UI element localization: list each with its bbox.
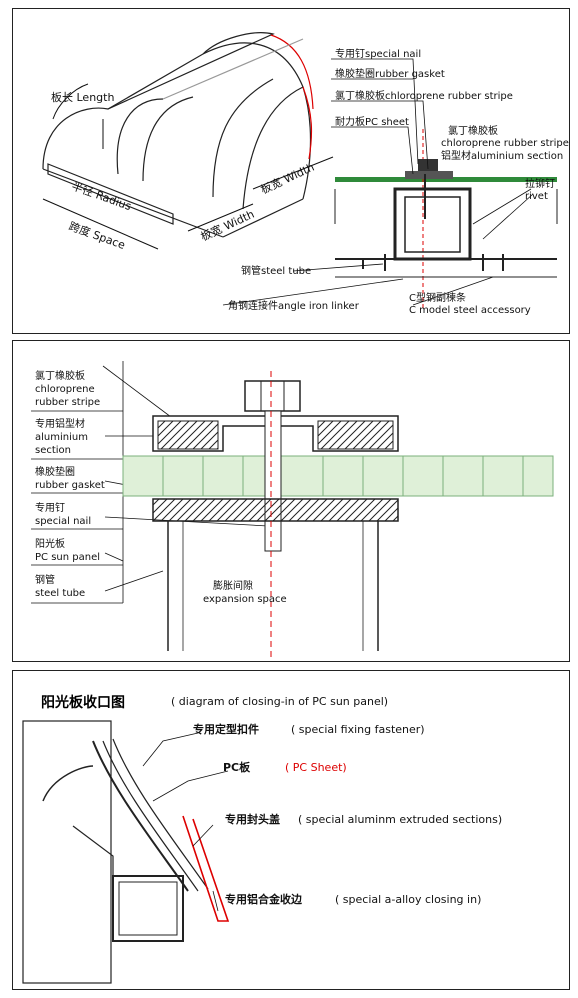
alloy-closing-edge — [182, 815, 230, 922]
aluminium-label: 铝型材aluminium section — [441, 149, 563, 162]
fastener-cn: 专用定型扣件 — [193, 722, 259, 736]
closing-leaders — [142, 732, 229, 912]
dimension-arrows — [42, 83, 334, 250]
pc-sheet-label: 耐力板PC sheet — [335, 115, 409, 128]
section-detail — [334, 129, 558, 309]
cap-en: ( special aluminm extruded sections) — [298, 813, 502, 826]
nail-label-en: special nail — [35, 516, 91, 527]
closing-title-cn: 阳光板收口图 — [41, 694, 125, 711]
steel-tube — [167, 521, 379, 651]
tube-label-cn: 钢管 — [35, 573, 55, 586]
panel-joint-section: 氯丁橡胶板 chloroprene rubber stripe 专用铝型材 al… — [12, 340, 570, 662]
c-model-cn-label: C型钢副楝条 — [409, 291, 466, 304]
pc-en: ( PC Sheet) — [285, 761, 347, 774]
c-model-en-label: C model steel accessory — [409, 305, 531, 316]
steel-tube-label: 钢管steel tube — [241, 264, 311, 277]
gasket-label-cn: 橡胶垫圈 — [35, 465, 75, 478]
chloro-label-cn: 氯丁橡胶板 — [35, 369, 85, 382]
chloro-label-en1: chloroprene — [35, 384, 95, 395]
sun-label-cn: 阳光板 — [35, 537, 65, 550]
arched-roof-drawing — [42, 32, 314, 238]
arched-roof-diagram: 板长 Length 半径 Radius 跨度 Space 板宽 Width 板宽… — [42, 32, 569, 316]
fastener-en: ( special fixing fastener) — [291, 723, 425, 736]
steel-tube-box — [393, 187, 472, 261]
alloy-cn: 专用铝合金收边 — [225, 892, 303, 906]
space-label: 跨度 Space — [67, 219, 127, 252]
length-label: 板长 Length — [51, 90, 114, 104]
angle-iron-label: 角钢连接件angle iron linker — [228, 299, 360, 312]
tube-label-en: steel tube — [35, 588, 85, 599]
alu-label-cn: 专用铝型材 — [35, 417, 85, 430]
pc-sheet-green — [335, 177, 557, 182]
panel-closing-in: 阳光板收口图 ( diagram of closing-in of PC sun… — [12, 670, 570, 990]
nail-label-cn: 专用钉 — [35, 501, 65, 514]
chloro-label-en2: rubber stripe — [35, 397, 100, 408]
alu-label-en1: aluminium — [35, 432, 88, 443]
special-nail-label: 专用钉special nail — [335, 47, 421, 60]
label-column: 氯丁橡胶板 chloroprene rubber stripe 专用铝型材 al… — [35, 369, 105, 599]
panel-arched-roof-assembly: 板长 Length 半径 Radius 跨度 Space 板宽 Width 板宽… — [12, 8, 570, 334]
rivet-en-label: rivet — [525, 191, 548, 202]
rivet-cn-label: 拉铆钉 — [525, 177, 555, 190]
bottom-gasket — [152, 498, 399, 522]
closing-title-en: ( diagram of closing-in of PC sun panel) — [171, 695, 388, 708]
closing-drawing — [22, 720, 209, 984]
chloroprene-en-label: chloroprene rubber stripe — [441, 138, 569, 149]
cap-cn: 专用封头盖 — [225, 812, 280, 826]
pc-cn: PC板 — [223, 760, 251, 774]
gasket-label-en: rubber gasket — [35, 480, 105, 491]
pc-sun-panel — [122, 455, 554, 497]
closing-in-diagram: 阳光板收口图 ( diagram of closing-in of PC sun… — [22, 694, 502, 984]
leader-lines — [222, 58, 534, 306]
expansion-en-label: expansion space — [203, 594, 287, 605]
sun-label-en: PC sun panel — [35, 552, 100, 563]
expansion-cn-label: 膨胀间隙 — [213, 579, 253, 592]
chloroprene-cn-label: 氯丁橡胶板 — [448, 124, 498, 137]
chloroprene-label: 氯丁橡胶板chloroprene rubber stripe — [335, 89, 513, 102]
label-leaders — [31, 361, 269, 604]
bolt-head — [244, 380, 301, 412]
alu-label-en2: section — [35, 445, 71, 456]
joint-section-diagram: 氯丁橡胶板 chloroprene rubber stripe 专用铝型材 al… — [31, 361, 554, 661]
rubber-gasket-label: 橡胶垫圈rubber gasket — [335, 67, 445, 80]
aluminium-cap — [152, 380, 399, 552]
radius-label: 半径 Radius — [70, 179, 134, 214]
alloy-en: ( special a-alloy closing in) — [335, 893, 481, 906]
